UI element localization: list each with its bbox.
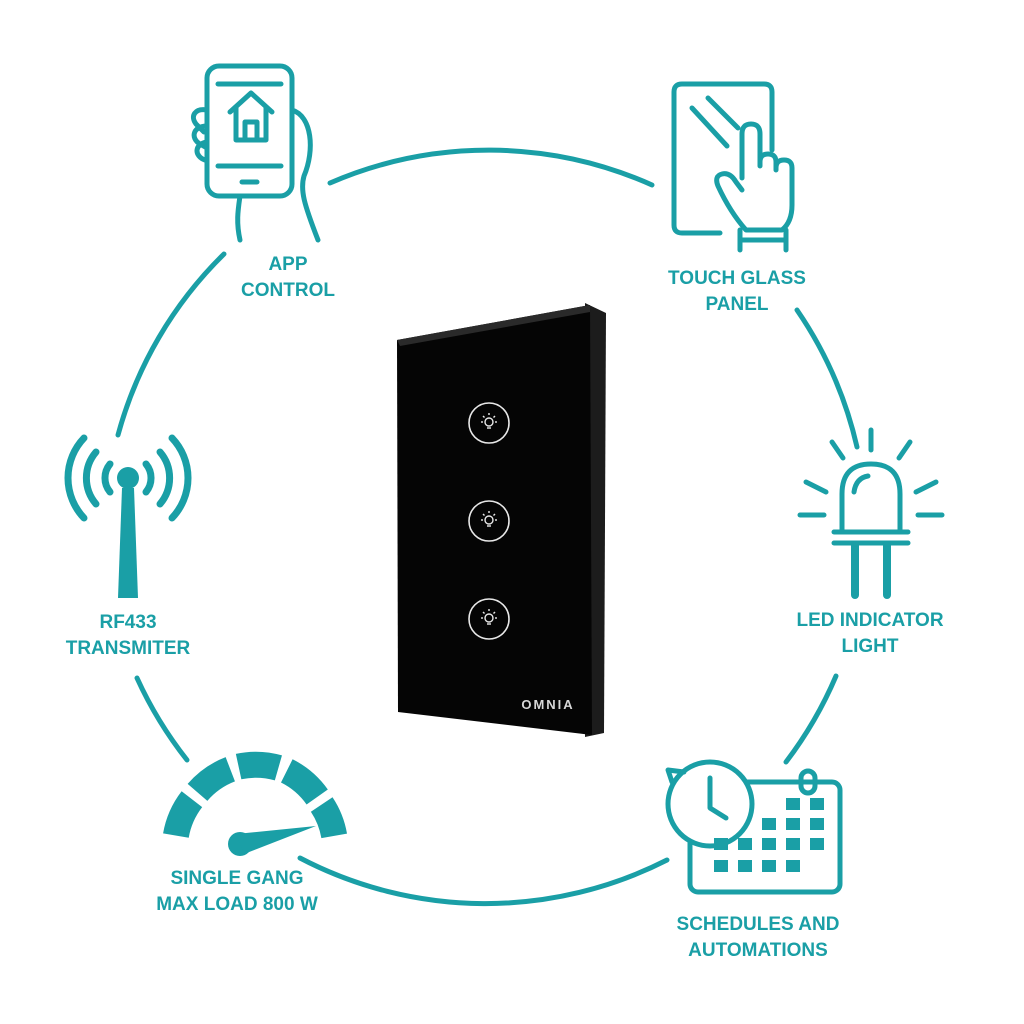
radio-antenna-icon xyxy=(64,434,192,598)
feature-label-line: LIGHT xyxy=(841,636,899,657)
feature-label-line: PANEL xyxy=(705,294,769,315)
feature-label-line: LED INDICATOR xyxy=(796,610,944,631)
feature-label-line: TRANSMITER xyxy=(65,638,191,659)
feature-label-line: SINGLE GANG xyxy=(170,868,304,889)
clock-calendar-icon xyxy=(665,759,843,895)
gauge-icon xyxy=(163,751,348,856)
light-bulb-icon xyxy=(481,511,497,527)
feature-label-line: APP xyxy=(268,254,308,275)
feature-label-app-control: APP CONTROL xyxy=(241,252,335,304)
panel-glass-front xyxy=(397,305,592,735)
connector-arcs xyxy=(115,147,860,907)
feature-label-led-indicator: LED INDICATOR LIGHT xyxy=(796,608,943,660)
feature-label-line: SCHEDULES AND xyxy=(676,914,840,935)
feature-label-single-gang: SINGLE GANG MAX LOAD 800 W xyxy=(156,866,318,918)
feature-label-line: MAX LOAD 800 W xyxy=(156,894,318,915)
touch-button-1[interactable] xyxy=(468,402,510,444)
feature-label-rf433: RF433 TRANSMITER xyxy=(66,610,191,662)
touch-button-2[interactable] xyxy=(468,500,510,542)
feature-label-line: CONTROL xyxy=(241,280,335,301)
arc-right xyxy=(783,673,839,765)
light-bulb-icon xyxy=(481,609,497,625)
feature-label-touch-glass: TOUCH GLASS PANEL xyxy=(668,266,806,318)
arc-bottom-left xyxy=(134,675,190,763)
panel-glass-highlight xyxy=(397,305,590,346)
smartphone-home-icon xyxy=(191,63,321,243)
touch-switch-product xyxy=(397,303,606,737)
arc-left xyxy=(115,251,227,438)
feature-label-line: TOUCH GLASS xyxy=(668,268,806,289)
touch-button-3[interactable] xyxy=(468,598,510,640)
arc-bottom xyxy=(297,855,670,907)
led-icon xyxy=(797,427,945,599)
arc-top-right xyxy=(794,307,860,450)
brand-logo-text: OMNIA xyxy=(521,697,575,712)
feature-label-line: AUTOMATIONS xyxy=(688,940,828,961)
touch-glass-icon xyxy=(671,81,795,253)
arc-top xyxy=(327,147,655,188)
feature-label-schedules: SCHEDULES AND AUTOMATIONS xyxy=(677,912,840,964)
light-bulb-icon xyxy=(481,413,497,429)
feature-label-line: RF433 xyxy=(99,612,157,633)
